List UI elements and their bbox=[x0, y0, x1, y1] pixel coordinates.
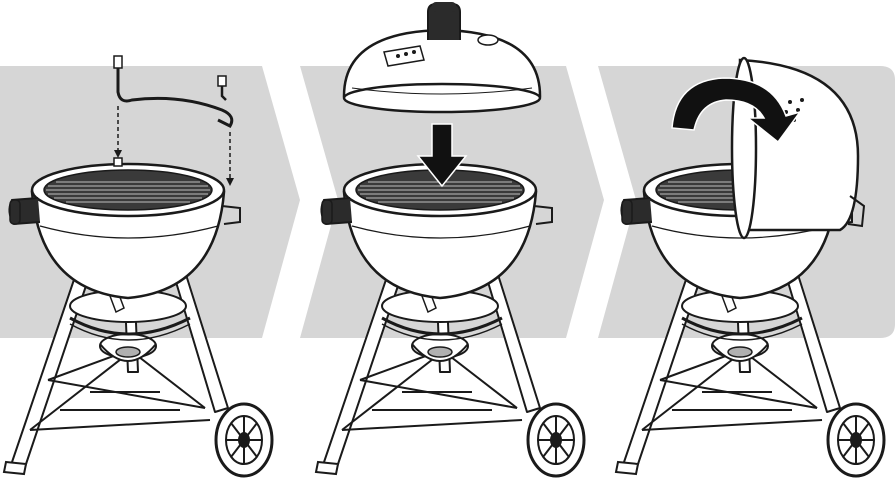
assembly-diagram-svg bbox=[0, 0, 895, 482]
assembly-diagram bbox=[0, 0, 895, 482]
